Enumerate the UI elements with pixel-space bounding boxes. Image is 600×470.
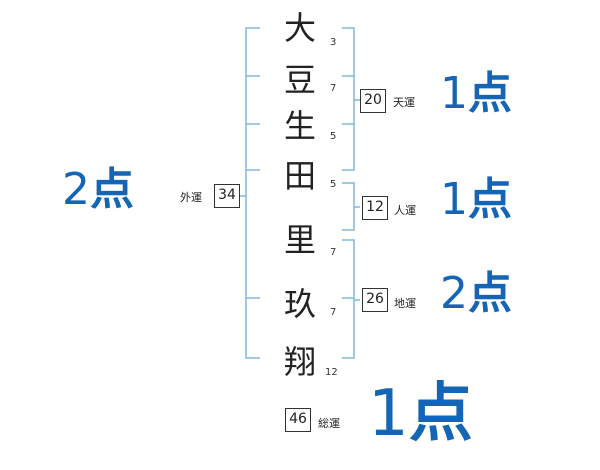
chi-score-digit: 2	[440, 268, 468, 319]
name-char-7: 翔	[284, 343, 317, 381]
name-char-3: 生	[284, 107, 317, 145]
chi-fortune-value: 26	[362, 288, 388, 312]
jin-fortune-label: 人運	[394, 204, 416, 217]
jin-score-digit: 1	[440, 174, 468, 225]
gai-score-unit: 点	[90, 164, 134, 215]
stroke-count-7: 12	[325, 367, 338, 378]
chi-fortune-score: 2点	[440, 272, 512, 316]
gai-fortune-label: 外運	[180, 191, 202, 204]
ten-bracket	[342, 27, 355, 171]
ten-score-digit: 1	[440, 68, 468, 119]
stroke-count-5: 7	[330, 247, 337, 258]
so-score-unit: 点	[408, 377, 473, 451]
ten-fortune-label: 天運	[393, 96, 415, 109]
ten-score-unit: 点	[468, 68, 512, 119]
chi-score-unit: 点	[468, 268, 512, 319]
name-char-1: 大	[284, 9, 317, 47]
jin-bracket	[342, 182, 355, 231]
chi-bracket	[342, 239, 355, 359]
name-char-4: 田	[284, 157, 317, 195]
jin-score-unit: 点	[468, 174, 512, 225]
stroke-count-3: 5	[330, 131, 337, 142]
so-fortune-label: 総運	[318, 417, 340, 430]
chi-fortune-label: 地運	[394, 297, 416, 310]
gai-fortune-value: 34	[214, 184, 240, 208]
stroke-count-6: 7	[330, 307, 337, 318]
gai-score-digit: 2	[62, 164, 90, 215]
ten-fortune-value: 20	[360, 89, 386, 113]
stroke-count-2: 7	[330, 83, 337, 94]
stroke-count-1: 3	[330, 37, 337, 48]
so-score-digit: 1	[368, 377, 409, 451]
name-char-2: 豆	[284, 61, 317, 99]
gai-fortune-score: 2点	[62, 168, 134, 212]
name-char-5: 里	[284, 221, 317, 259]
stroke-count-4: 5	[330, 179, 337, 190]
ten-fortune-score: 1点	[440, 72, 512, 116]
jin-fortune-score: 1点	[440, 178, 512, 222]
so-fortune-value: 46	[285, 408, 311, 432]
so-fortune-score: 1点	[368, 382, 473, 446]
jin-fortune-value: 12	[362, 196, 388, 220]
name-char-6: 玖	[284, 285, 317, 323]
outer-bracket	[245, 27, 260, 359]
